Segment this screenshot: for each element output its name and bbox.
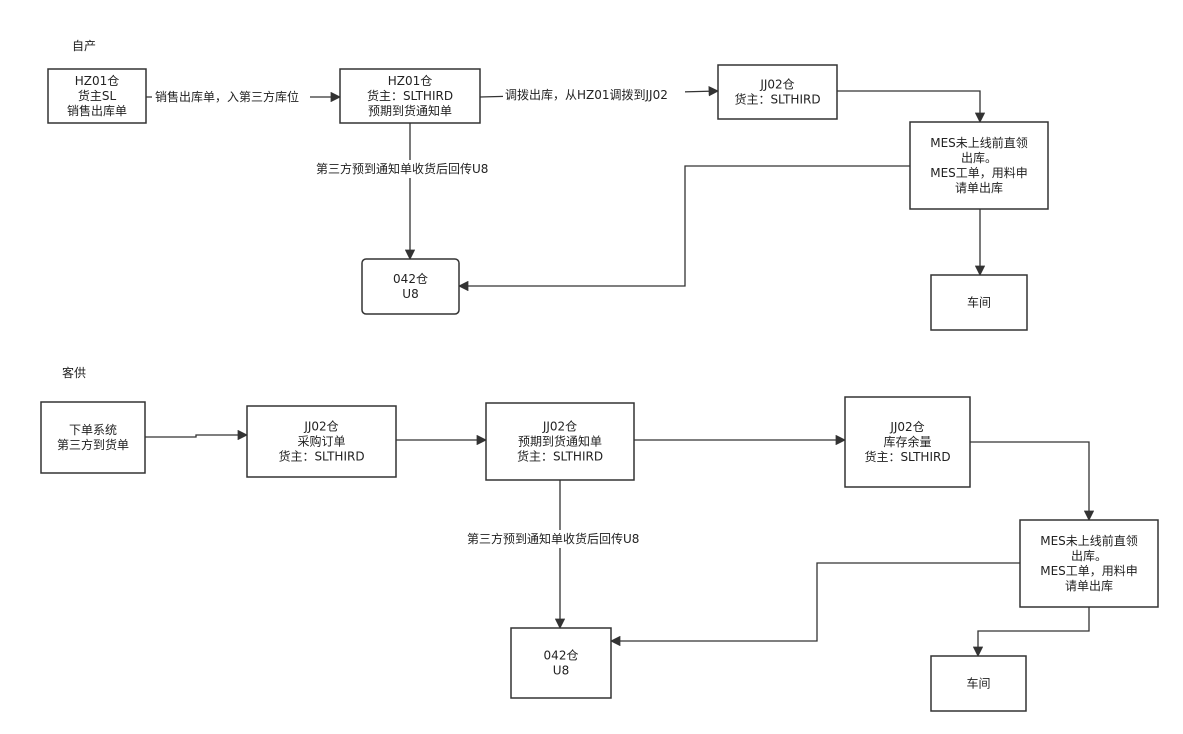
node-text-line: 采购订单 (297, 434, 345, 449)
node-box (47, 68, 147, 124)
node-box (339, 68, 481, 124)
node-text-line: 货主：SLTHIRD (278, 449, 364, 464)
node-text-line: 第三方到货单 (57, 437, 129, 452)
node-text-line: JJ02仓 (889, 420, 924, 434)
node-workshop-bottom: 车间 (930, 655, 1027, 712)
node-text-line: 货主：SLTHIRD (517, 449, 603, 464)
node-text-line: 货主：SLTHIRD (734, 92, 820, 107)
node-box (717, 64, 838, 120)
edge-jj02-to-mes-top (837, 90, 986, 124)
node-box (909, 121, 1049, 210)
node-box (485, 402, 635, 481)
node-text-line: 出库。 (961, 150, 997, 165)
node-text-line: HZ01仓 (75, 74, 120, 88)
node-text-line: 库存余量 (883, 434, 931, 449)
node-box (930, 655, 1027, 712)
node-text-line: 请单出库 (1065, 578, 1113, 593)
edge-sales-out: 销售出库单，入第三方库位 (146, 88, 342, 106)
node-text-line: JJ02仓 (303, 420, 338, 434)
node-text-line: HZ01仓 (388, 74, 433, 88)
node-text-line: 货主：SLTHIRD (864, 449, 950, 464)
node-text-line: 预期到货通知单 (518, 434, 602, 449)
node-text-line: MES未上线前直领 (1040, 533, 1138, 548)
section-title-customer: 客供 (62, 365, 86, 380)
edge-label-sales-out: 销售出库单，入第三方库位 (155, 89, 299, 104)
edge-label-transfer-out: 调拨出库，从HZ01调拨到JJ02 (505, 87, 668, 102)
node-text-line: U8 (402, 287, 418, 301)
node-box (1019, 519, 1159, 608)
node-text-line: 042仓 (544, 649, 579, 663)
edge-label-callback-bottom: 第三方预到通知单收货后回传U8 (467, 531, 639, 546)
edge-label-callback-top: 第三方预到通知单收货后回传U8 (316, 161, 488, 176)
node-text-line: 请单出库 (955, 180, 1003, 195)
node-text-line: 出库。 (1071, 548, 1107, 563)
node-text-line: 货主：SLTHIRD (367, 88, 453, 103)
node-text-line: 货主SL (78, 88, 117, 103)
node-text-line: 销售出库单 (67, 103, 127, 118)
node-text-line: 预期到货通知单 (368, 103, 452, 118)
node-text-line: U8 (553, 664, 569, 678)
node-text-line: 下单系统 (69, 423, 117, 437)
edge-stock-to-mes-bottom (970, 441, 1095, 522)
node-box (510, 627, 612, 699)
edge-transfer-out: 调拨出库，从HZ01调拨到JJ02 (479, 86, 720, 104)
section-title-self: 自产 (72, 39, 96, 53)
edge-mes-to-workshop-bottom (972, 607, 1090, 658)
node-box (40, 401, 146, 474)
node-text-line: MES未上线前直领 (930, 135, 1028, 150)
node-text-line: JJ02仓 (759, 78, 794, 92)
edge-mes-to-042-top (457, 165, 910, 292)
edge-mes-to-042-bottom (609, 562, 1020, 647)
node-text-line: 车间 (967, 295, 991, 310)
edge-callback-bottom: 第三方预到通知单收货后回传U8 (465, 480, 657, 630)
node-workshop-top: 车间 (930, 274, 1028, 331)
node-text-line: MES工单，用料申 (930, 166, 1028, 180)
node-text-line: JJ02仓 (542, 420, 577, 434)
node-text-line: MES工单，用料申 (1040, 564, 1138, 578)
node-text-line: 车间 (966, 676, 990, 691)
edge-callback-top: 第三方预到通知单收货后回传U8 (314, 123, 506, 261)
node-box (844, 396, 971, 488)
node-box (361, 258, 460, 315)
edge-ordersys-to-po (145, 429, 249, 441)
node-box (246, 405, 397, 478)
node-text-line: 042仓 (393, 272, 428, 286)
node-box (930, 274, 1028, 331)
